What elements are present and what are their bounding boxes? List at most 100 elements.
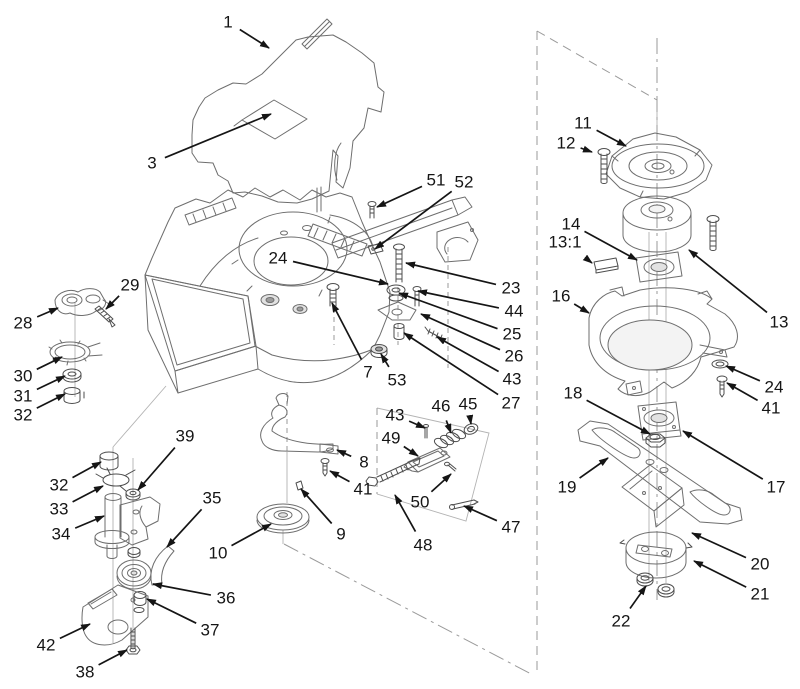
callout-45: 45 (459, 395, 477, 425)
callout-31: 31 (14, 375, 66, 406)
hex-adapter-18 (645, 433, 666, 448)
callout-3: 3 (147, 113, 272, 173)
callout-32b: 32 (50, 461, 102, 495)
engine-decal-plate (233, 99, 308, 140)
leader-line (231, 523, 272, 547)
blade-driver-21 (619, 531, 693, 579)
callout-label: 11 (574, 114, 592, 133)
brake-arm-assembly (256, 393, 339, 534)
screw-41-left (320, 458, 330, 477)
nut-above-pulley (127, 547, 141, 558)
callout-12: 12 (557, 134, 593, 153)
callout-9: 9 (300, 488, 346, 544)
pin-47 (449, 499, 479, 510)
leader-line (376, 185, 423, 208)
leader-line (463, 505, 498, 522)
callout-label: 17 (767, 478, 786, 497)
callout-label: 37 (201, 621, 220, 640)
callout-43a: 43 (436, 336, 522, 389)
leader-line (72, 485, 104, 503)
leader-line (596, 129, 627, 147)
spring-46 (433, 428, 467, 449)
callout-label: 3 (147, 154, 156, 173)
leader-line (398, 292, 498, 330)
eyelet-plate (319, 443, 339, 455)
carriage-bolt-7 (326, 283, 340, 307)
screw-41-right (716, 375, 728, 398)
callout-label: 33 (50, 500, 69, 519)
leader-line (580, 145, 593, 153)
leader-line (586, 399, 651, 435)
callout-label: 19 (558, 478, 577, 497)
callout-26: 26 (420, 313, 524, 366)
callout-label: 51 (427, 171, 446, 190)
washer-24-right (711, 359, 729, 369)
callout-17: 17 (682, 430, 786, 497)
callout-24b: 24 (725, 365, 783, 397)
callout-51: 51 (376, 171, 446, 208)
callout-label: 43 (503, 370, 522, 389)
callout-36: 36 (152, 582, 236, 608)
leader-line (584, 230, 638, 261)
bolt-12b (706, 215, 720, 251)
callout-label: 42 (37, 636, 56, 655)
callout-29: 29 (105, 276, 140, 310)
callout-28: 28 (14, 307, 59, 333)
bushing-27 (393, 323, 405, 340)
idler-arm-35 (150, 545, 175, 586)
leader-line (582, 254, 593, 264)
callout-label: 12 (557, 134, 576, 153)
callout-label: 1 (223, 13, 232, 32)
leader-line (137, 447, 176, 491)
leader-line (59, 623, 91, 640)
callout-label: 13 (770, 313, 789, 332)
leader-line (579, 457, 609, 479)
leader-line (164, 113, 272, 159)
flange-nuts-22 (636, 572, 675, 598)
callout-label: 16 (552, 287, 571, 306)
callout-25: 25 (398, 292, 521, 344)
leader-line (146, 598, 197, 624)
callout-18: 18 (564, 384, 651, 435)
leader-line (152, 582, 212, 596)
callout-44: 44 (417, 289, 523, 321)
callout-label: 9 (336, 525, 345, 544)
callout-label: 24 (269, 249, 288, 268)
cam-lever-28 (54, 288, 107, 316)
callout-41b: 41 (726, 382, 781, 418)
callout-label: 36 (217, 589, 236, 608)
callout-label: 43 (386, 406, 405, 425)
leader-line (374, 190, 453, 250)
callout-19: 19 (558, 457, 609, 497)
leader-line (405, 261, 497, 286)
callout-37: 37 (146, 598, 220, 640)
leader-line (693, 560, 747, 588)
bearing-14 (635, 251, 683, 283)
callout-7: 7 (331, 302, 373, 382)
callout-label: 31 (14, 387, 33, 406)
callout-label: 48 (414, 536, 433, 555)
leader-line (239, 28, 270, 49)
callout-label: 8 (359, 453, 368, 472)
callout-20: 20 (691, 532, 769, 574)
callout-label: 41 (762, 399, 781, 418)
blade-housing-16 (588, 286, 738, 397)
callout-38: 38 (76, 649, 128, 682)
callout-52: 52 (374, 173, 473, 250)
callout-24a: 24 (269, 249, 389, 286)
callout-label: 26 (505, 347, 524, 366)
callout-46: 46 (432, 397, 452, 434)
leader-line (36, 375, 66, 391)
callout-label: 39 (176, 427, 195, 446)
callout-label: 32 (14, 406, 33, 425)
callout-label: 34 (52, 525, 71, 544)
callout-53: 53 (380, 353, 406, 390)
leader-line (436, 336, 500, 373)
screw-44 (412, 286, 422, 307)
idler-bracket-assembly (81, 451, 175, 655)
callout-label: 29 (121, 276, 140, 295)
callout-13: 13 (688, 249, 789, 332)
leader-line (394, 494, 417, 533)
callout-22: 22 (612, 585, 647, 631)
